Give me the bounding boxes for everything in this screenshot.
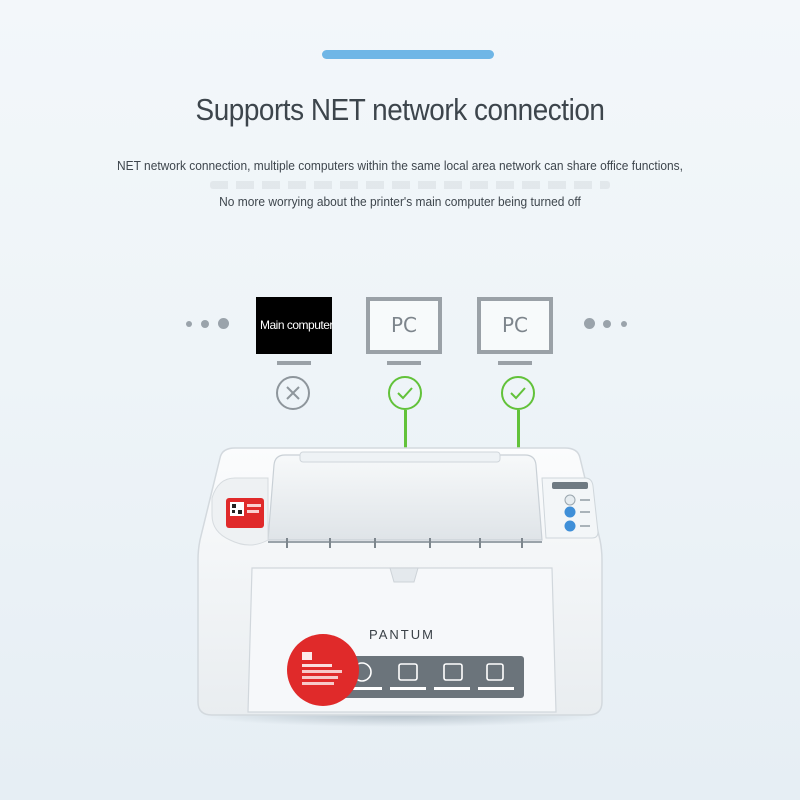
monitor-label: PC [390, 313, 418, 337]
ellipsis-dot [603, 320, 611, 328]
connection-line [404, 410, 407, 450]
printer-image: PANTUM [197, 447, 603, 727]
ellipsis-dot [218, 318, 229, 329]
check-circle-icon [388, 376, 422, 410]
ellipsis-dot [584, 318, 595, 329]
page-title: Supports NET network connection [195, 92, 605, 127]
pc-monitor-icon: PC [477, 297, 553, 354]
accent-bar [322, 50, 494, 59]
faint-text-line [210, 181, 610, 189]
description-line-2: No more worrying about the printer's mai… [219, 194, 581, 209]
monitor-stand [277, 361, 311, 365]
brand-logo: PANTUM [369, 627, 435, 642]
main-computer-monitor-icon: Main computer [256, 297, 333, 354]
description-line-1: NET network connection, multiple compute… [117, 158, 683, 173]
ellipsis-dot [201, 320, 209, 328]
monitor-label: PC [501, 313, 529, 337]
monitor-stand [498, 361, 532, 365]
x-circle-icon [276, 376, 310, 410]
connection-line [517, 410, 520, 450]
pc-monitor-icon: PC [366, 297, 442, 354]
ellipsis-dot [186, 321, 192, 327]
monitor-label: Main computer [260, 318, 333, 332]
ellipsis-dot [621, 321, 627, 327]
monitor-stand [387, 361, 421, 365]
check-circle-icon [501, 376, 535, 410]
